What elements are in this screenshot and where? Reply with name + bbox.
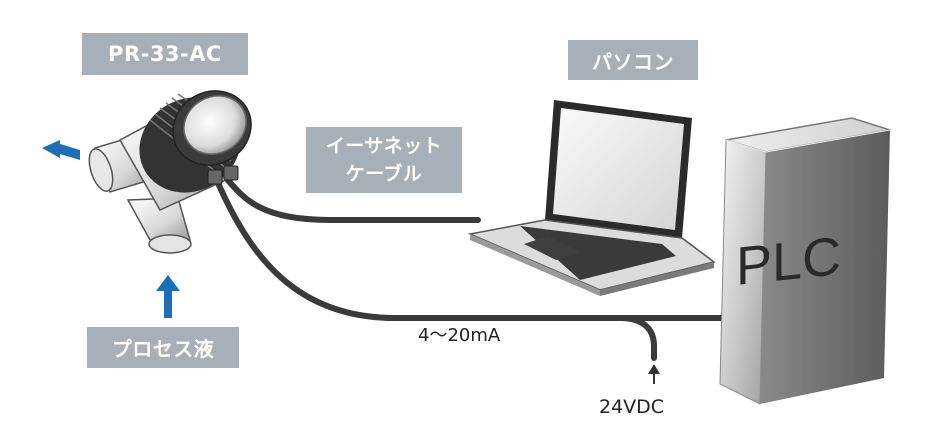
refractometer-sensor-icon [88, 90, 252, 254]
pc-label: パソコン [568, 40, 698, 80]
sensor-head [139, 90, 252, 193]
ethernet-label-line2: ケーブル [345, 163, 423, 185]
laptop-icon [467, 100, 716, 296]
sensor-model-label: PR-33-AC [82, 33, 248, 75]
process-fluid-label: プロセス液 [87, 327, 239, 368]
signal-label: 4～20mA [418, 325, 501, 346]
ethernet-cable [223, 175, 481, 223]
power-label: 24VDC [599, 396, 665, 418]
power-arrow-icon [648, 364, 660, 384]
power-cable [617, 315, 657, 361]
arrow-left-icon [42, 140, 80, 160]
analog-signal-cable [215, 180, 729, 321]
plc-cabinet-icon [719, 117, 891, 405]
arrow-up-icon [156, 275, 180, 318]
ethernet-cable-label: イーサネット ケーブル [306, 127, 462, 193]
ethernet-label-line1: イーサネット [325, 135, 443, 157]
plc-label: PLC [736, 226, 841, 297]
